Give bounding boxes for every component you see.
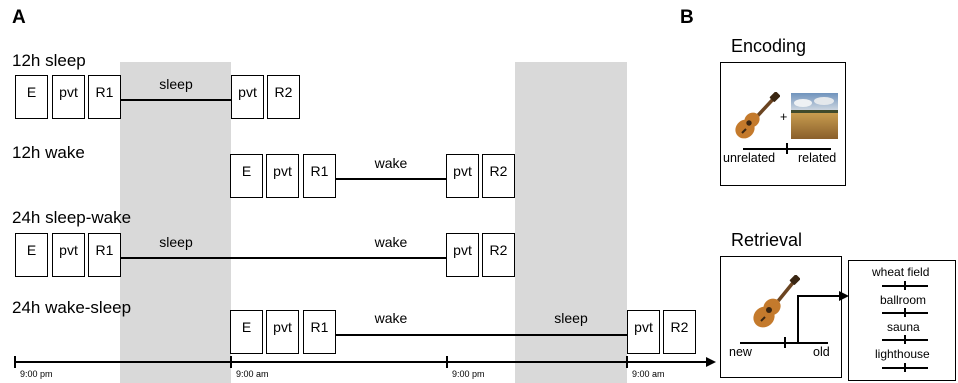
source-option-scale-midpoint	[904, 335, 906, 344]
retrieval-scale-left-label: new	[729, 345, 752, 359]
source-option-scale-midpoint	[904, 281, 906, 290]
timeline-tick-label: 9:00 am	[632, 369, 665, 379]
wheat-field-image	[791, 93, 838, 139]
night-shade-1	[120, 62, 231, 383]
interval-label-wake: wake	[374, 155, 408, 171]
plus-sign: +	[780, 110, 788, 124]
session-box-pvt: pvt	[627, 310, 660, 354]
encoding-scale-right-label: related	[798, 151, 837, 165]
session-box-retrieval-2: R2	[482, 154, 515, 198]
timeline-tick	[14, 356, 16, 368]
interval-label-wake: wake	[374, 310, 408, 326]
condition-label-24h-wake-sleep: 24h wake-sleep	[12, 298, 132, 317]
encoding-screen	[720, 62, 846, 186]
encoding-scale-left-label: unrelated	[723, 151, 776, 165]
timeline-arrowhead	[706, 357, 716, 367]
retrieval-heading: Retrieval	[731, 230, 803, 250]
session-box-retrieval-1: R1	[88, 75, 121, 119]
encoding-scale-midpoint	[786, 143, 788, 154]
retrieval-screen	[720, 256, 842, 378]
encoding-heading: Encoding	[731, 36, 807, 56]
panel-b-letter: B	[680, 7, 694, 28]
source-option-scale-midpoint	[904, 308, 906, 317]
session-box-pvt: pvt	[52, 233, 85, 277]
session-box-retrieval-1: R1	[303, 154, 336, 198]
interval-line	[121, 257, 446, 259]
retrieval-scale-midpoint	[784, 337, 786, 348]
session-box-pvt: pvt	[266, 154, 299, 198]
condition-label-12h-wake: 12h wake	[12, 143, 85, 162]
session-box-retrieval-1: R1	[303, 310, 336, 354]
timeline-tick-label: 9:00 pm	[452, 369, 485, 379]
session-box-encoding: E	[15, 75, 48, 119]
session-box-retrieval-2: R2	[663, 310, 696, 354]
interval-label-sleep: sleep	[159, 76, 193, 92]
guitar-image	[753, 275, 800, 328]
interval-label-wake: wake	[374, 234, 408, 250]
source-option-label: lighthouse	[875, 347, 930, 361]
interval-line	[336, 178, 446, 180]
interval-label-sleep: sleep	[159, 234, 193, 250]
source-options-box	[848, 260, 956, 381]
condition-label-24h-sleep-wake: 24h sleep-wake	[12, 208, 132, 227]
night-shade-2	[515, 62, 627, 383]
interval-line	[336, 334, 627, 336]
session-box-encoding: E	[230, 154, 263, 198]
timeline-tick-label: 9:00 pm	[20, 369, 53, 379]
session-box-retrieval-2: R2	[267, 75, 300, 119]
source-option-label: ballroom	[880, 293, 927, 307]
panel-a-letter: A	[12, 7, 26, 28]
retrieval-arrow	[797, 291, 849, 342]
session-box-retrieval-2: R2	[482, 233, 515, 277]
session-box-retrieval-1: R1	[88, 233, 121, 277]
source-option-label: sauna	[887, 320, 920, 334]
timeline-tick	[446, 356, 448, 368]
session-box-encoding: E	[230, 310, 263, 354]
retrieval-scale-right-label: old	[813, 345, 830, 359]
session-box-pvt: pvt	[52, 75, 85, 119]
session-box-pvt: pvt	[231, 75, 264, 119]
session-box-pvt: pvt	[266, 310, 299, 354]
interval-label-sleep: sleep	[554, 310, 588, 326]
timeline-tick-label: 9:00 am	[236, 369, 269, 379]
source-option-scale-midpoint	[904, 363, 906, 372]
session-box-pvt: pvt	[446, 154, 479, 198]
condition-label-12h-sleep: 12h sleep	[12, 51, 86, 70]
timeline-tick	[626, 356, 628, 368]
timeline-tick	[230, 356, 232, 368]
interval-line	[121, 99, 231, 101]
source-option-label: wheat field	[872, 265, 930, 279]
session-box-encoding: E	[15, 233, 48, 277]
timeline-axis	[14, 361, 710, 363]
session-box-pvt: pvt	[446, 233, 479, 277]
guitar-image	[735, 92, 780, 139]
